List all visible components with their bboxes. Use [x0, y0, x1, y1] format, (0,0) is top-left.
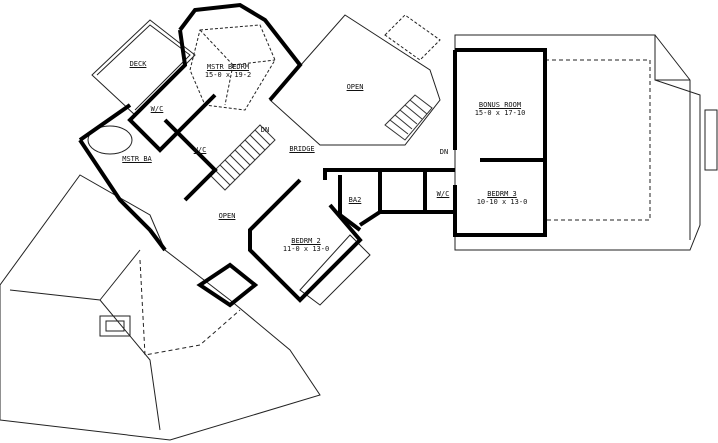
room-name: OPEN: [346, 83, 364, 91]
label-dn-right: DN: [440, 148, 448, 156]
room-label-wic-1: W/C: [151, 105, 164, 113]
roof-left: [0, 174, 321, 441]
chimney-right: [704, 109, 718, 171]
stair-direction: DN: [260, 126, 270, 134]
room-name: BEDRM 3: [487, 190, 517, 198]
open-area-outline: [269, 14, 441, 146]
room-label-open-top: OPEN: [347, 83, 364, 91]
room-name: BONUS ROOM: [478, 101, 522, 109]
wall-master-wing: [78, 2, 303, 252]
roof-dashed-left: [139, 259, 241, 356]
room-label-mstr-ba: MSTR BA: [122, 155, 152, 163]
roof-right: [454, 34, 701, 251]
room-size: 15-0 x 19-2: [204, 71, 252, 79]
room-name: BRIDGE: [289, 145, 315, 153]
room-name: W/C: [193, 146, 207, 154]
room-size: 10-10 x 13-0: [476, 198, 528, 206]
room-label-wic-3: W/C: [437, 190, 450, 198]
room-name: BA2: [348, 196, 362, 204]
deck-outline: [91, 19, 196, 116]
stairs-main: [209, 124, 276, 191]
room-label-ba2: BA2: [349, 196, 362, 204]
room-size: 11-0 x 13-0: [282, 245, 330, 253]
chimney-left: [99, 315, 131, 337]
wall-bedrm2: [196, 178, 363, 308]
stair-direction: DN: [439, 148, 449, 156]
room-name: DECK: [129, 60, 147, 68]
roof-ridge-left: [9, 249, 161, 431]
room-label-wic-2: W/C: [194, 146, 207, 154]
label-dn-main: DN: [261, 126, 269, 134]
stairs-right: [384, 94, 433, 141]
roof-dashed-right: [545, 59, 651, 221]
wall-bonus-bedrm3: [453, 48, 547, 237]
room-label-bridge: BRIDGE: [289, 145, 314, 153]
room-name: OPEN: [218, 212, 236, 220]
tub: [87, 125, 133, 155]
room-size: 15-0 x 17-10: [474, 109, 526, 117]
room-name: W/C: [436, 190, 450, 198]
room-label-open-bottom: OPEN: [219, 212, 236, 220]
room-name: W/C: [150, 105, 164, 113]
room-label-deck: DECK: [130, 60, 147, 68]
roof-ridge-right: [654, 34, 691, 240]
room-name: MSTR BA: [122, 155, 152, 163]
room-name: MSTR BEDRM: [206, 63, 250, 71]
bedrm2-bay: [299, 234, 371, 306]
room-name: BEDRM 2: [291, 237, 321, 245]
